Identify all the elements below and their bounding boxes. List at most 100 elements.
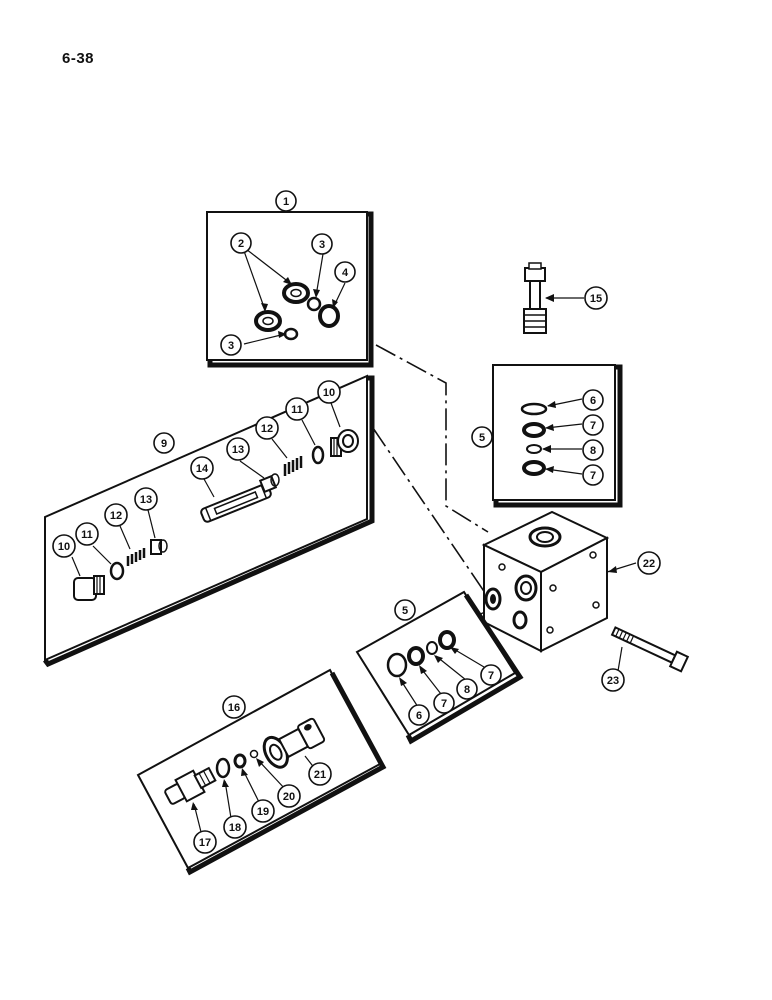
- callout-circle: [285, 397, 309, 421]
- callout-circle: [456, 678, 478, 700]
- callout-label: 5: [479, 432, 485, 444]
- callout-19: 19: [251, 799, 275, 823]
- callout-circle: [222, 695, 246, 719]
- callout-6: 6: [408, 704, 430, 726]
- page-number: 6-38: [62, 50, 95, 67]
- callout-7: 7: [582, 464, 604, 486]
- callout-label: 20: [283, 791, 295, 803]
- callout-1: 1: [275, 190, 297, 212]
- callout-label: 22: [643, 558, 655, 570]
- callout-label: 12: [261, 423, 273, 435]
- callout-13: 13: [226, 437, 250, 461]
- callout-7: 7: [582, 414, 604, 436]
- callout-label: 5: [402, 605, 408, 617]
- callout-label: 2: [238, 238, 244, 250]
- callout-circle: [308, 762, 332, 786]
- callout-circle: [433, 692, 455, 714]
- callout-circle: [582, 439, 604, 461]
- callout-12: 12: [255, 416, 279, 440]
- callout-label: 11: [81, 529, 93, 541]
- callout-circle: [317, 380, 341, 404]
- callout-17: 17: [193, 830, 217, 854]
- callout-label: 10: [58, 541, 70, 553]
- callout-circle: [226, 437, 250, 461]
- callout-circle: [134, 487, 158, 511]
- callout-label: 7: [488, 670, 494, 682]
- callout-label: 1: [283, 196, 289, 208]
- callout-label: 13: [232, 444, 244, 456]
- callout-circle: [584, 286, 608, 310]
- callout-circle: [220, 334, 242, 356]
- callout-circle: [193, 830, 217, 854]
- callout-21: 21: [308, 762, 332, 786]
- callout-circle: [230, 232, 252, 254]
- callout-4: 4: [334, 261, 356, 283]
- callout-9: 9: [153, 432, 175, 454]
- relief-valve-kit-box: [43, 374, 375, 668]
- callout-11: 11: [75, 522, 99, 546]
- callout-label: 15: [590, 293, 602, 305]
- callout-circle: [582, 414, 604, 436]
- callout-6: 6: [582, 389, 604, 411]
- callout-circle: [52, 534, 76, 558]
- callout-12: 12: [104, 503, 128, 527]
- callout-circle: [251, 799, 275, 823]
- callout-label: 18: [229, 822, 241, 834]
- callout-18: 18: [223, 815, 247, 839]
- callout-3: 3: [311, 233, 333, 255]
- callout-8: 8: [456, 678, 478, 700]
- callout-label: 16: [228, 702, 240, 714]
- callout-23: 23: [601, 668, 625, 692]
- callout-label: 6: [590, 395, 596, 407]
- callout-label: 21: [314, 769, 326, 781]
- seal-kit-5-lower-box: [355, 590, 524, 745]
- callout-circle: [334, 261, 356, 283]
- callout-5: 5: [471, 426, 493, 448]
- callout-label: 12: [110, 510, 122, 522]
- callout-13: 13: [134, 487, 158, 511]
- callout-circle: [190, 456, 214, 480]
- callout-label: 11: [291, 404, 303, 416]
- mounting-bolt: [610, 626, 690, 673]
- seal-kit-5-upper-box: [492, 364, 623, 508]
- callout-label: 7: [441, 698, 447, 710]
- callout-7: 7: [433, 692, 455, 714]
- callout-label: 9: [161, 438, 167, 450]
- callout-20: 20: [277, 784, 301, 808]
- callout-label: 7: [590, 420, 596, 432]
- callout-circle: [153, 432, 175, 454]
- callout-circle: [480, 664, 502, 686]
- callout-11: 11: [285, 397, 309, 421]
- callout-label: 23: [607, 675, 619, 687]
- callout-22: 22: [637, 551, 661, 575]
- callout-circle: [275, 190, 297, 212]
- callout-label: 8: [590, 445, 596, 457]
- callout-15: 15: [584, 286, 608, 310]
- callout-label: 7: [590, 470, 596, 482]
- callout-circle: [75, 522, 99, 546]
- callout-10: 10: [52, 534, 76, 558]
- callout-label: 8: [464, 684, 470, 696]
- callout-label: 6: [416, 710, 422, 722]
- callout-label: 3: [319, 239, 325, 251]
- callout-label: 3: [228, 340, 234, 352]
- callout-circle: [311, 233, 333, 255]
- callout-8: 8: [582, 439, 604, 461]
- callout-circle: [223, 815, 247, 839]
- relief-fitting: [523, 262, 584, 334]
- callout-circle: [255, 416, 279, 440]
- check-valve-kit-box: [136, 668, 387, 876]
- callout-label: 10: [323, 387, 335, 399]
- callout-label: 17: [199, 837, 211, 849]
- callout-16: 16: [222, 695, 246, 719]
- callout-3: 3: [220, 334, 242, 356]
- callout-label: 13: [140, 494, 152, 506]
- callout-label: 14: [196, 463, 209, 475]
- callout-circle: [637, 551, 661, 575]
- valve-body: [481, 510, 637, 653]
- callout-circle: [104, 503, 128, 527]
- callout-10: 10: [317, 380, 341, 404]
- callout-14: 14: [190, 456, 214, 480]
